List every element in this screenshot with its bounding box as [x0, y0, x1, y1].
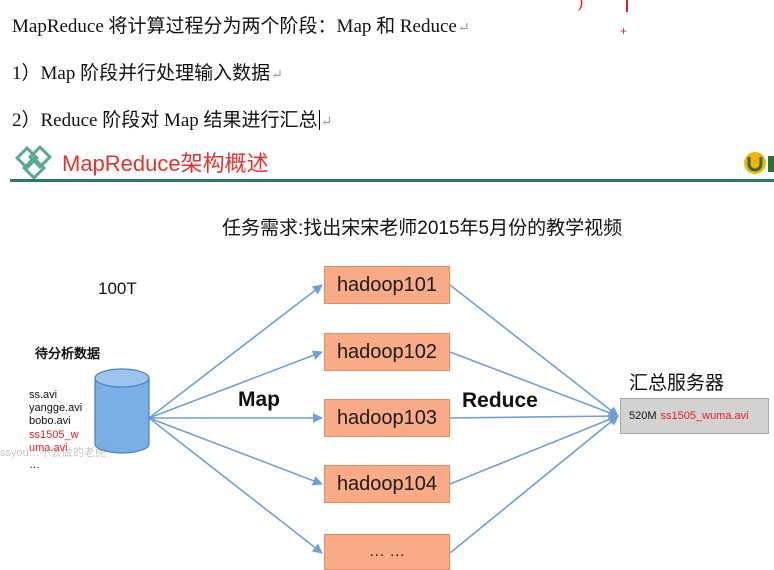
text-cursor — [318, 110, 320, 130]
hadoop-node: hadoop101 — [324, 266, 450, 304]
reduce-label: Reduce — [462, 389, 538, 412]
server-size: 520M — [629, 410, 657, 422]
file-item: bobo.avi — [29, 415, 71, 427]
file-item: ss.avi — [29, 389, 58, 401]
reduce-arrow — [449, 284, 619, 417]
reduce-arrow — [449, 411, 619, 422]
reduce-arrow — [449, 414, 619, 485]
hadoop-node: hadoop104 — [324, 465, 450, 503]
red-plus-mark: + — [620, 24, 628, 38]
red-bar-mark — [626, 0, 628, 12]
reduce-arrow — [449, 415, 619, 554]
server-title: 汇总服务器 — [629, 373, 725, 394]
return-mark-icon: ↵ — [320, 115, 333, 130]
file-item-ellipsis: … — [29, 459, 40, 471]
hadoop-node: hadoop102 — [324, 333, 450, 371]
doc-line-2-text: 1）Map 阶段并行处理输入数据 — [12, 63, 271, 84]
doc-line-3-text: 2）Reduce 阶段对 Map 结果进行汇总 — [12, 110, 318, 131]
slide-title: MapReduce架构概述 — [62, 151, 269, 176]
return-mark-icon: ↵ — [457, 21, 470, 36]
hadoop-node-more: … … — [324, 534, 450, 570]
map-arrow — [148, 417, 323, 554]
return-mark-icon: ↵ — [271, 68, 283, 83]
video-watermark: ssyou…不去做的老虎 — [0, 447, 106, 459]
brand-logo-icon — [744, 152, 774, 174]
doc-line-2: 1）Map 阶段并行处理输入数据↵ — [12, 58, 283, 85]
file-item: uma.avi — [29, 442, 68, 454]
doc-line-1-text: MapReduce 将计算过程分为两个阶段：Map 和 Reduce — [12, 16, 457, 37]
task-subtitle: 任务需求:找出宋宋老师2015年5月份的教学视频 — [222, 218, 623, 239]
file-item: yangge.avi — [29, 402, 83, 414]
title-rule — [10, 179, 774, 182]
map-label: Map — [238, 388, 280, 411]
red-bracket-mark: ) — [578, 0, 584, 11]
data-title: 待分析数据 — [35, 346, 101, 361]
map-arrow — [148, 350, 323, 419]
map-arrow — [148, 284, 323, 419]
hadoop-node: hadoop103 — [324, 399, 450, 437]
doc-line-3[interactable]: 2）Reduce 阶段对 Map 结果进行汇总↵ — [12, 105, 332, 132]
reduce-arrow — [449, 351, 619, 418]
database-label: 100T — [98, 279, 137, 298]
file-item: ss1505_w — [29, 429, 79, 441]
database-icon — [94, 368, 150, 454]
map-arrow — [148, 417, 323, 486]
doc-line-1: MapReduce 将计算过程分为两个阶段：Map 和 Reduce↵ — [12, 11, 470, 38]
server-file: ss1505_wuma.avi — [660, 410, 749, 422]
diamonds-logo-icon — [14, 144, 53, 181]
